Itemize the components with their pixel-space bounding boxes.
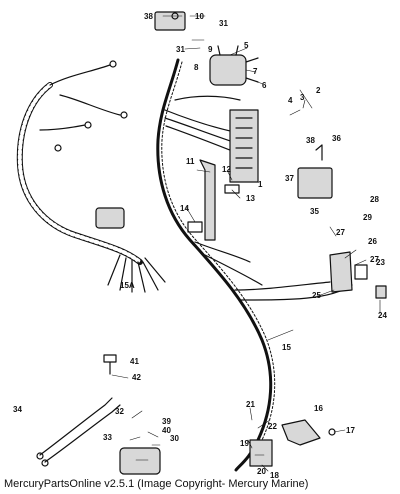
- callout-31b: 31: [176, 45, 185, 54]
- callout-37: 37: [285, 174, 294, 183]
- harness-branch-wires: [164, 95, 256, 161]
- callout-11: 11: [186, 157, 195, 166]
- callout-38b: 38: [306, 136, 315, 145]
- callout-8: 8: [194, 63, 199, 72]
- callout-10: 10: [195, 12, 204, 21]
- harness-15a-connector: [95, 207, 125, 229]
- harness-15a-wrap: [17, 83, 142, 264]
- callout-17: 17: [346, 426, 355, 435]
- callout-36: 36: [332, 134, 341, 143]
- callout-27a: 27: [336, 228, 345, 237]
- bracket-16: [281, 419, 321, 446]
- callout-40: 40: [162, 426, 171, 435]
- leader-lines: [111, 15, 381, 472]
- callout-30: 30: [170, 434, 179, 443]
- callout-35: 35: [310, 207, 319, 216]
- callout-25: 25: [312, 291, 321, 300]
- part-24: [375, 285, 387, 299]
- callout-33: 33: [103, 433, 112, 442]
- callout-5: 5: [244, 41, 249, 50]
- switch-20: [249, 439, 273, 467]
- callout-41: 41: [130, 357, 139, 366]
- callout-29: 29: [363, 213, 372, 222]
- callout-42: 42: [132, 373, 141, 382]
- battery-cables-34: [39, 397, 121, 463]
- fuse-13: [224, 184, 240, 194]
- callout-32: 32: [115, 407, 124, 416]
- bolt-36: [315, 144, 323, 161]
- harness-lower-branches: [194, 241, 353, 301]
- callout-4: 4: [288, 96, 293, 105]
- callout-28: 28: [370, 195, 379, 204]
- rectifier-35: [297, 167, 333, 199]
- image-copyright-caption: MercuryPartsOnline v2.5.1 (Image Copyrig…: [4, 478, 309, 490]
- cable-terminal: [36, 452, 44, 460]
- callout-6: 6: [262, 81, 267, 90]
- callout-15: 15: [282, 343, 291, 352]
- callout-24: 24: [378, 311, 387, 320]
- callout-21: 21: [246, 400, 255, 409]
- ring-terminal: [54, 144, 62, 152]
- callout-12: 12: [222, 165, 231, 174]
- callout-22: 22: [268, 422, 277, 431]
- callout-9: 9: [208, 45, 213, 54]
- callout-14: 14: [180, 204, 189, 213]
- callout-1: 1: [258, 180, 263, 189]
- callout-2: 2: [316, 86, 321, 95]
- ring-terminal: [84, 121, 92, 129]
- callout-23: 23: [376, 258, 385, 267]
- harness-15a-leads: [39, 64, 166, 293]
- terminal-block-studs: [235, 117, 253, 169]
- main-harness-15-sheath: [161, 61, 276, 441]
- bracket-25: [329, 251, 353, 293]
- callout-34: 34: [13, 405, 22, 414]
- callout-7: 7: [253, 67, 258, 76]
- starter-solenoid: [119, 447, 161, 475]
- ring-terminal: [109, 60, 117, 68]
- solenoid-5: [209, 54, 247, 86]
- callout-16: 16: [314, 404, 323, 413]
- callout-15a: 15A: [120, 281, 135, 290]
- callout-3: 3: [300, 93, 305, 102]
- bolt-41: [103, 354, 117, 375]
- callout-20: 20: [257, 467, 266, 476]
- callout-38a: 38: [144, 12, 153, 21]
- callout-19: 19: [240, 439, 249, 448]
- cable-terminal: [41, 459, 49, 467]
- callout-27b: 27: [370, 255, 379, 264]
- callout-39: 39: [162, 417, 171, 426]
- part-14: [187, 221, 203, 233]
- callout-13: 13: [246, 194, 255, 203]
- terminal-block-1: [229, 109, 259, 183]
- callout-31a: 31: [219, 19, 228, 28]
- callout-26: 26: [368, 237, 377, 246]
- callout-18: 18: [270, 471, 279, 480]
- ring-terminal: [120, 111, 128, 119]
- bracket-11: [199, 159, 216, 241]
- bracket-top: [154, 11, 186, 31]
- part-23: [354, 264, 368, 280]
